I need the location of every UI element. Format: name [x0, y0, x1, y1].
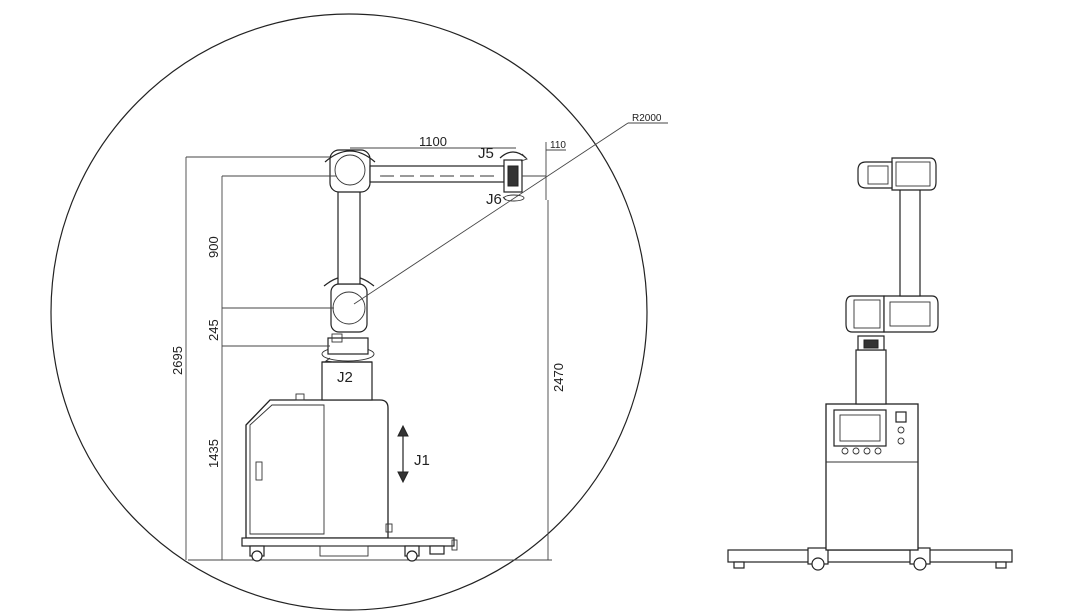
dimension-lines	[185, 122, 668, 560]
workspace-circle	[50, 13, 648, 611]
panel-button-2	[852, 447, 860, 455]
r2000-leader	[353, 122, 629, 305]
label-245: 245	[206, 319, 221, 341]
caster-3	[429, 545, 445, 555]
front-shoulder-right	[883, 295, 939, 333]
indicator-1	[897, 426, 905, 434]
front-caster-wheel-1	[811, 557, 825, 571]
cabinet-door	[249, 404, 325, 535]
panel-button-1	[841, 447, 849, 455]
forearm-link	[369, 165, 505, 183]
base-end-cap	[451, 539, 458, 551]
j2-arrow	[324, 357, 334, 363]
panel-button-3	[863, 447, 871, 455]
elbow-joint-circle	[334, 154, 366, 186]
front-shoulder-left	[845, 295, 885, 333]
label-2470: 2470	[551, 363, 566, 392]
upper-arm-link	[337, 189, 361, 285]
side-view-robot	[188, 149, 552, 562]
indicator-2	[897, 437, 905, 445]
front-foot-4	[995, 561, 1007, 569]
front-foot-1	[733, 561, 745, 569]
front-upper-arm	[899, 179, 921, 297]
label-j1: J1	[414, 452, 430, 469]
j2-connector	[331, 333, 343, 343]
panel-button-4	[874, 447, 882, 455]
j1-arrow-down	[397, 471, 409, 484]
front-elbow-inner	[895, 161, 931, 187]
cabinet-side-knob	[385, 523, 393, 533]
j6-arrow	[502, 196, 507, 201]
j5-rotation-arc	[499, 151, 527, 159]
front-caster-wheel-2	[913, 557, 927, 571]
label-j5: J5	[478, 145, 494, 162]
base-cabinet	[245, 399, 389, 539]
base-foot	[319, 545, 369, 557]
label-900: 900	[206, 236, 221, 258]
label-1435: 1435	[206, 439, 221, 468]
caster-wheel-2	[406, 550, 418, 562]
j1-arrow-up	[397, 424, 409, 437]
label-r2000: R2000	[632, 113, 662, 124]
j5-arrow	[520, 153, 528, 162]
front-wrist-inner	[867, 165, 889, 185]
elbow-rotation-arc	[324, 150, 376, 163]
door-handle	[255, 461, 263, 481]
front-wrist-housing	[857, 161, 893, 189]
control-screen-frame	[833, 409, 887, 447]
front-j2-core	[863, 339, 879, 349]
label-2695: 2695	[170, 346, 185, 375]
j2-flange	[327, 337, 369, 355]
caster-wheel-1	[251, 550, 263, 562]
wrist-core	[507, 165, 519, 187]
label-110: 110	[550, 140, 566, 151]
emergency-stop	[895, 411, 907, 423]
front-shoulder-left-inner	[853, 299, 881, 329]
label-j2: J2	[337, 369, 353, 386]
front-shoulder-right-inner	[889, 301, 931, 327]
label-1100: 1100	[419, 134, 447, 149]
front-view-robot	[727, 157, 1013, 571]
label-j6: J6	[486, 191, 502, 208]
front-elbow-housing	[891, 157, 937, 191]
elbow-joint-housing	[329, 149, 371, 193]
front-lift-column	[855, 349, 887, 405]
lift-column	[321, 361, 373, 401]
shoulder-joint-housing	[330, 283, 368, 333]
front-base-plate	[727, 549, 1013, 563]
cabinet-top-button	[295, 393, 305, 401]
control-screen	[839, 414, 881, 442]
base-platform	[241, 537, 455, 547]
